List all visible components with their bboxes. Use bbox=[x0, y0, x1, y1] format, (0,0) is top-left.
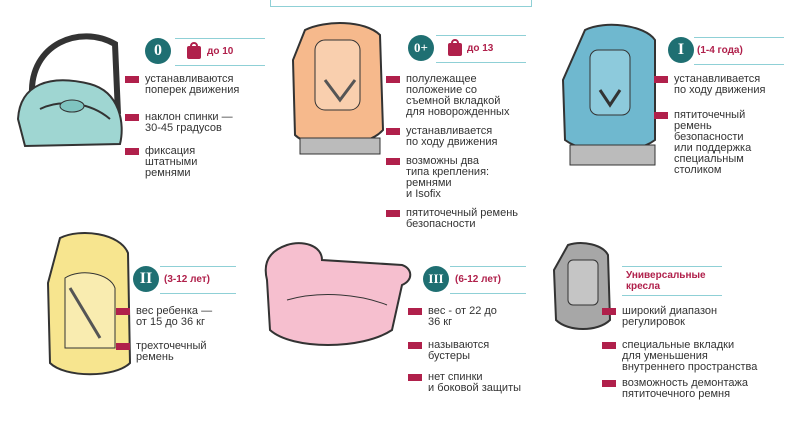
group-0plus-rule bbox=[436, 35, 526, 63]
convertible-seat-illustration bbox=[291, 22, 385, 155]
universal-seat-illustration bbox=[552, 242, 612, 330]
group-1-bullet-2: пятиточечный ремень безопасности или под… bbox=[674, 109, 752, 176]
universal-bullet-2: специальные вкладки для уменьшения внутр… bbox=[622, 339, 758, 373]
group-3-badge: III bbox=[423, 266, 449, 292]
group-3-rule bbox=[450, 266, 526, 294]
group-3-age: (6-12 лет) bbox=[455, 274, 502, 285]
universal-title: Универсальные кресла bbox=[626, 270, 706, 292]
forward-seat-illustration bbox=[561, 23, 656, 166]
group-0plus-bullet-4: пятиточечный ремень безопасности bbox=[406, 207, 519, 230]
group-2-age: (3-12 лет) bbox=[164, 274, 211, 285]
weight-icon bbox=[187, 42, 201, 59]
high-back-booster-illustration bbox=[46, 232, 132, 376]
group-0-badge: 0 bbox=[145, 38, 171, 64]
group-3-bullet-1: вес - от 22 до 36 кг bbox=[428, 305, 497, 328]
weight-icon bbox=[448, 39, 462, 56]
group-1-badge: I bbox=[668, 37, 694, 63]
group-3-bullet-3: нет спинки и боковой защиты bbox=[428, 371, 522, 394]
group-2-rule bbox=[160, 266, 236, 294]
group-0-bullet-1: устанавливаются поперек движения bbox=[145, 73, 240, 96]
booster-cushion-illustration bbox=[264, 242, 412, 346]
group-2-bullet-1: вес ребенка — от 15 до 36 кг bbox=[136, 305, 213, 328]
group-0-weight: до 10 bbox=[207, 46, 234, 57]
group-1-age: (1-4 года) bbox=[697, 45, 743, 56]
group-2-badge: II bbox=[133, 266, 159, 292]
group-3-bullet-2: называются бустеры bbox=[428, 339, 490, 362]
group-1-bullet-1: устанавливается по ходу движения bbox=[674, 73, 766, 96]
universal-bullet-3: возможность демонтажа пятиточечного ремн… bbox=[622, 377, 748, 400]
group-0plus-badge: 0+ bbox=[408, 35, 434, 61]
universal-rule bbox=[622, 266, 722, 296]
group-2-bullet-2: трехточечный ремень bbox=[136, 340, 207, 363]
group-1-rule bbox=[694, 37, 784, 65]
group-0-bullet-2: наклон спинки — 30-45 градусов bbox=[145, 111, 233, 134]
universal-bullet-1: широкий диапазон регулировок bbox=[622, 305, 718, 328]
top-decor-rule bbox=[270, 0, 532, 7]
group-0plus-bullet-2: устанавливается по ходу движения bbox=[406, 125, 498, 148]
group-0-rule bbox=[175, 38, 265, 66]
group-0plus-bullet-1: полулежащее положение со съемной вкладко… bbox=[406, 73, 510, 118]
group-0-bullet-3: фиксация штатными ремнями bbox=[145, 145, 198, 179]
group-0plus-weight: до 13 bbox=[467, 43, 494, 54]
group-0plus-bullet-3: возможны два типа крепления: ремнями и I… bbox=[406, 155, 490, 200]
infant-carrier-illustration bbox=[16, 33, 123, 148]
